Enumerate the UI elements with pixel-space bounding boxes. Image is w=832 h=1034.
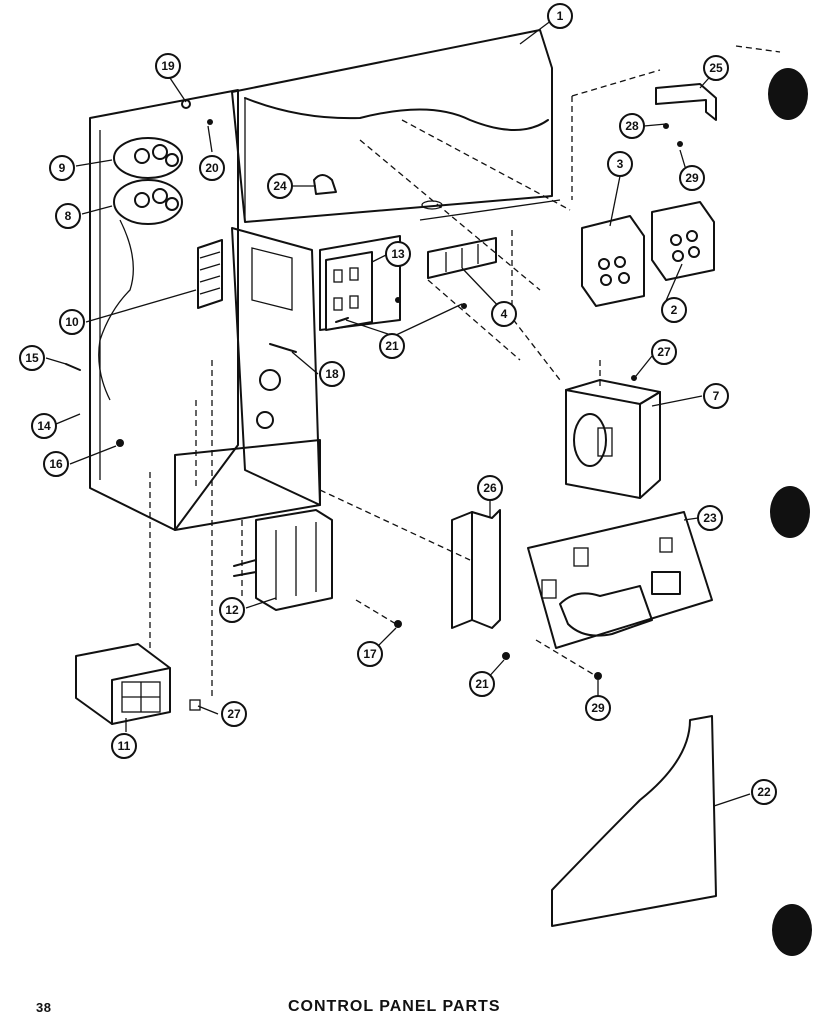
relay-12 [233,509,333,611]
svg-text:21: 21 [475,677,489,691]
binding-tab-marks [768,68,812,956]
callout-12: 12 [219,597,245,623]
callout-25: 25 [703,55,729,81]
svg-text:16: 16 [49,457,63,471]
callout-2: 2 [661,297,687,323]
callout-29-top: 29 [679,165,705,191]
callout-19: 19 [155,53,181,79]
svg-text:22: 22 [757,785,771,799]
callout-26: 26 [477,475,503,501]
svg-text:20: 20 [205,161,219,175]
callout-27-right: 27 [651,339,677,365]
svg-text:27: 27 [227,707,241,721]
wire-harness [98,219,134,401]
connector-11 [75,643,201,725]
svg-text:7: 7 [713,389,720,403]
callout-14: 14 [31,413,57,439]
callout-28: 28 [619,113,645,139]
contactor-2 [651,201,715,281]
control-box-housing [89,29,561,531]
clamp-24 [313,174,337,195]
svg-text:11: 11 [118,739,131,753]
svg-text:29: 29 [685,171,699,185]
panel-22 [551,715,717,927]
leader-lines [45,19,751,807]
callout-24: 24 [267,173,293,199]
relay-13 [325,251,373,331]
callout-3: 3 [607,151,633,177]
callout-21-upper: 21 [379,333,405,359]
svg-text:15: 15 [25,351,39,365]
callout-29-bottom: 29 [585,695,611,721]
terminal-strip-10 [197,239,223,309]
svg-text:18: 18 [325,367,339,381]
svg-text:8: 8 [65,209,72,223]
svg-text:28: 28 [625,119,639,133]
callout-9: 9 [49,155,75,181]
callout-27-left: 27 [221,701,247,727]
svg-text:26: 26 [483,481,497,495]
svg-text:3: 3 [617,157,624,171]
callout-22: 22 [751,779,777,805]
bracket-26 [451,509,501,629]
svg-text:9: 9 [59,161,66,175]
callout-21-lower: 21 [469,671,495,697]
svg-text:2: 2 [671,303,678,317]
callout-11: 11 [111,733,137,759]
svg-text:12: 12 [225,603,239,617]
callout-15: 15 [19,345,45,371]
assembly-guide-lines [149,45,781,700]
svg-text:19: 19 [161,59,175,73]
transformer-7 [565,379,661,499]
svg-text:25: 25 [709,61,723,75]
svg-text:14: 14 [37,419,51,433]
svg-text:10: 10 [65,315,79,329]
svg-text:23: 23 [703,511,717,525]
capacitor-9 [113,137,183,179]
callout-8: 8 [55,203,81,229]
svg-text:27: 27 [657,345,671,359]
svg-text:17: 17 [363,647,377,661]
page-number: 38 [36,1000,52,1015]
callout-7: 7 [703,383,729,409]
capacitor-8 [113,179,183,225]
svg-text:24: 24 [273,179,287,193]
svg-text:29: 29 [591,701,605,715]
terminal-block-4 [427,237,497,279]
callout-16: 16 [43,451,69,477]
svg-text:13: 13 [391,247,405,261]
svg-text:4: 4 [501,307,508,321]
callout-17: 17 [357,641,383,667]
callout-10: 10 [59,309,85,335]
circuit-board-23 [527,511,713,649]
page-title: CONTROL PANEL PARTS [288,998,501,1015]
contactor-3 [581,215,645,307]
callout-18: 18 [319,361,345,387]
svg-text:21: 21 [385,339,399,353]
callout-20: 20 [199,155,225,181]
callout-1: 1 [547,3,573,29]
hardware-screws [65,99,683,680]
svg-text:1: 1 [557,9,564,23]
callout-13: 13 [385,241,411,267]
callout-23: 23 [697,505,723,531]
bracket-25 [655,83,717,121]
callout-4: 4 [491,301,517,327]
